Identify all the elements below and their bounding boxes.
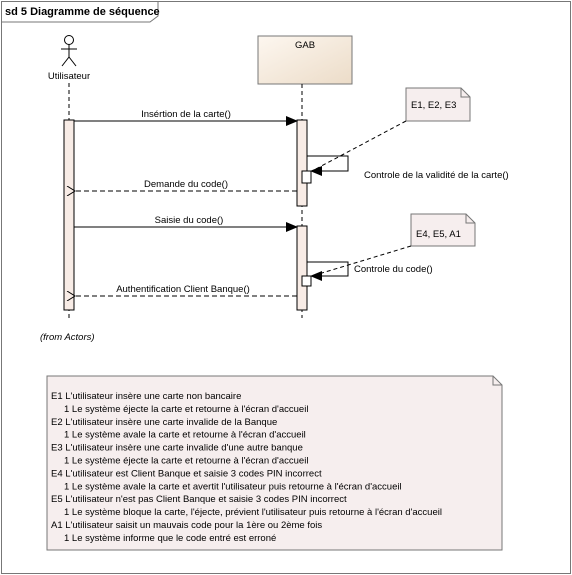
message-label-5: Controle du code() (354, 264, 433, 275)
actor-name: Utilisateur (48, 71, 90, 82)
message-label-1: Insértion de la carte() (141, 109, 231, 120)
message-label-3: Demande du code() (144, 179, 228, 190)
note-1 (405, 87, 471, 122)
message-label-4: Saisie du code() (155, 215, 224, 226)
note-2 (410, 213, 476, 247)
scenario-line: 1 Le système informe que le code entré e… (64, 533, 276, 544)
scenario-line: 1 Le système éjecte la carte et retourne… (64, 456, 308, 467)
scenario-line: E4 L'utilisateur est Client Banque et sa… (51, 468, 322, 479)
scenarios-note-fold (492, 376, 502, 386)
scenario-line: 1 Le système avale la carte et avertit l… (64, 481, 402, 492)
scenario-line: 1 Le système avale la carte et retourne … (64, 430, 306, 441)
message-arrow-2 (307, 155, 349, 176)
gab-object-name: GAB (295, 40, 315, 51)
note-2-connector (311, 245, 412, 277)
gab-activation-1 (296, 119, 308, 207)
frame-title: sd 5 Diagramme de séquence (5, 6, 160, 18)
gab-self-activation-2 (301, 275, 312, 287)
message-label-2: Controle de la validité de la carte() (364, 170, 509, 181)
scenario-line: E5 L'utilisateur n'est pas Client Banque… (51, 494, 347, 505)
scenario-line: A1 L'utilisateur saisit un mauvais code … (51, 520, 322, 531)
gab-object-box (257, 35, 353, 85)
frame-title-tab (1, 1, 159, 23)
scenarios-note (46, 375, 503, 551)
scenario-line: E3 L'utilisateur insère une carte invali… (51, 443, 303, 454)
scenario-line: E1 L'utilisateur insère une carte non ba… (51, 391, 241, 402)
gab-self-activation-1 (301, 170, 312, 184)
actor-from-label: (from Actors) (40, 332, 95, 343)
message-label-6: Authentification Client Banque() (116, 284, 250, 295)
note-2-fold (465, 214, 475, 224)
note-1-fold (460, 88, 470, 98)
actor-icon (61, 35, 77, 67)
scenarios-list: E1 L'utilisateur insère une carte non ba… (51, 391, 442, 544)
scenario-line: 1 Le système bloque la carte, l'éjecte, … (64, 507, 442, 518)
note-1-connector (311, 120, 407, 172)
actor-activation (63, 119, 75, 311)
scenario-line: E2 L'utilisateur insère une carte invali… (51, 417, 277, 428)
message-arrow-5 (307, 261, 349, 281)
note-1-text: E1, E2, E3 (411, 100, 456, 111)
note-2-text: E4, E5, A1 (416, 229, 461, 240)
scenario-line: 1 Le système éjecte la carte et retourne… (64, 404, 308, 415)
gab-activation-2 (296, 225, 308, 311)
